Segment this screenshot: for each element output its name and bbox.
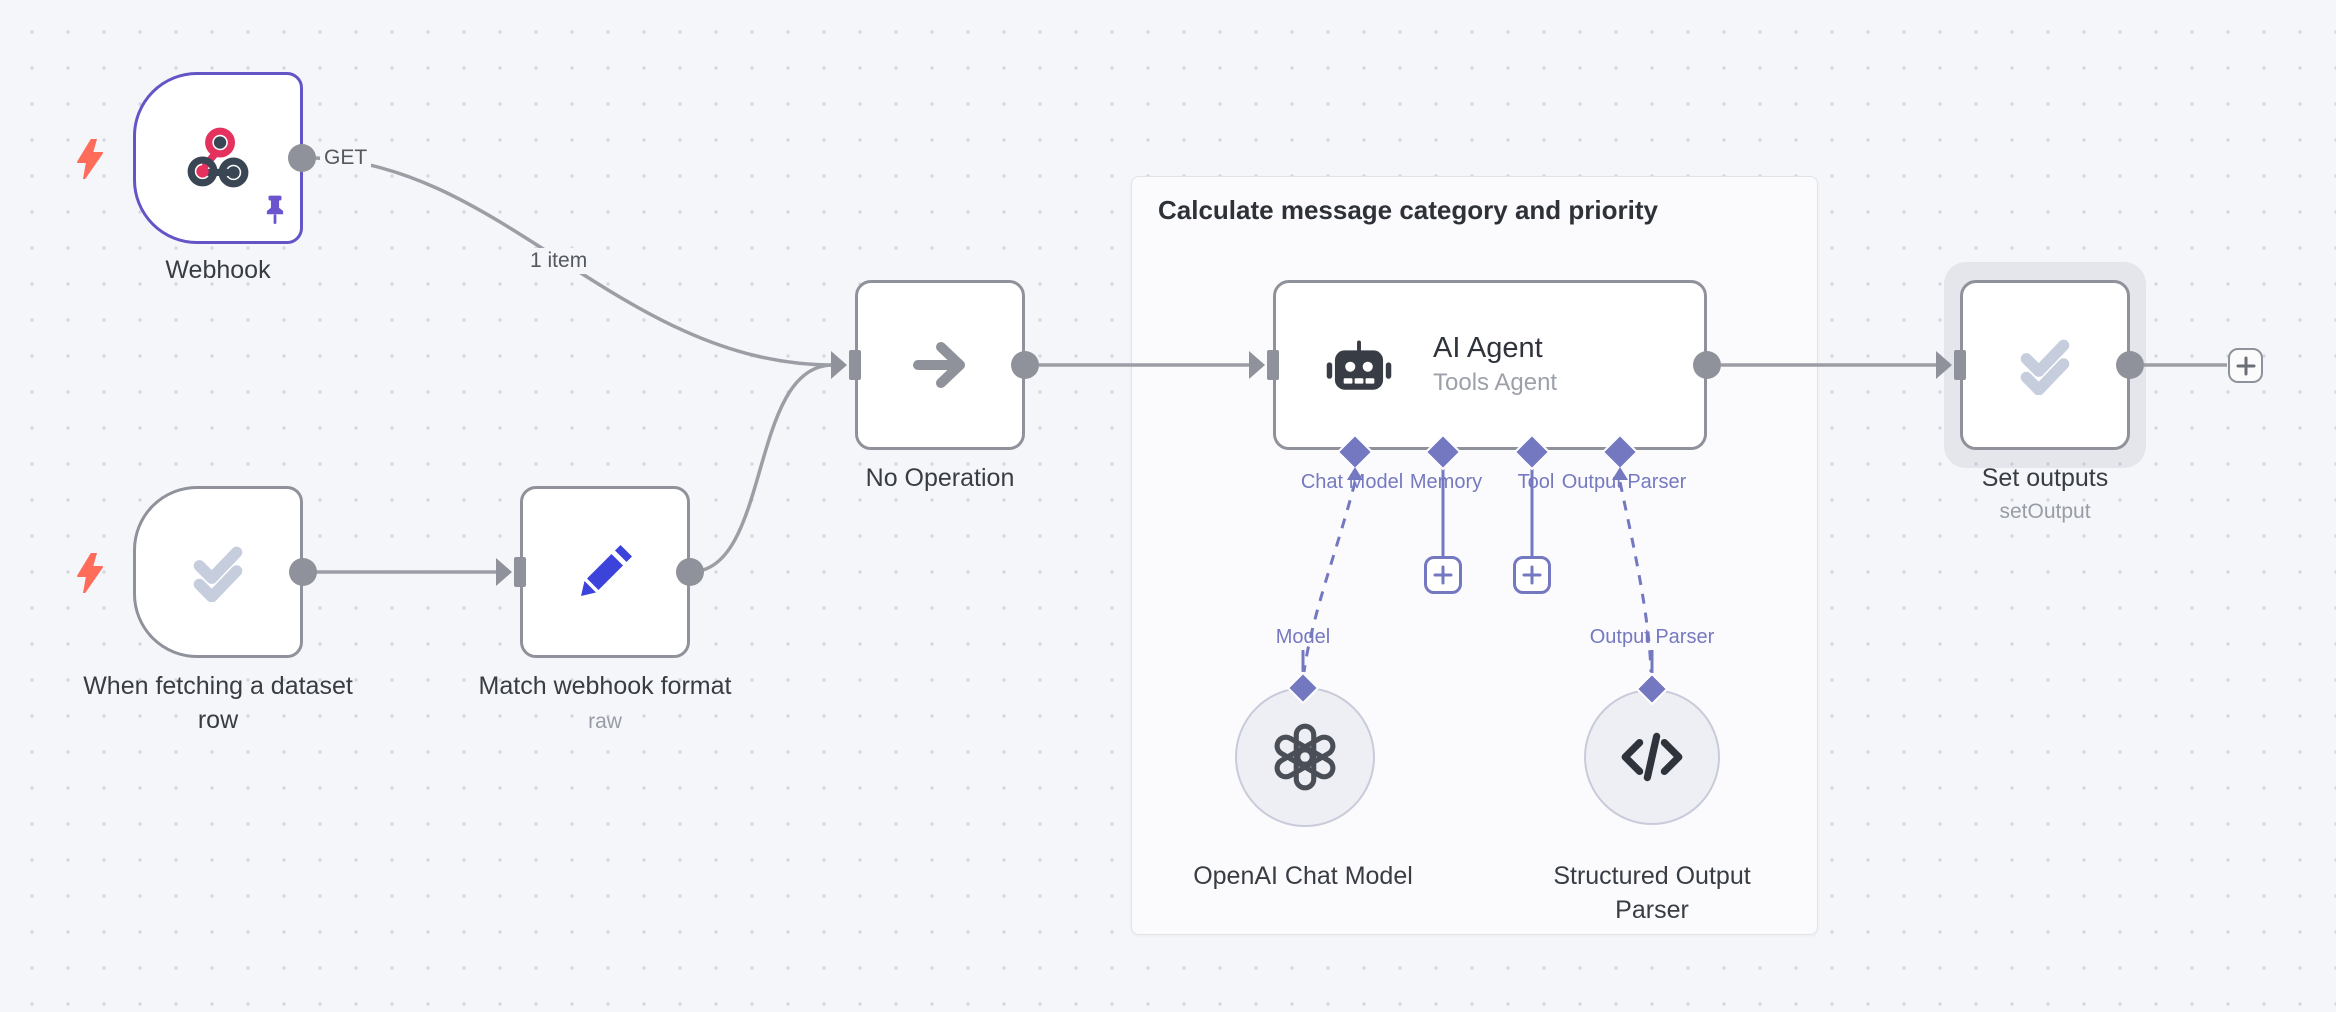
- node-ai-agent[interactable]: AI Agent Tools Agent: [1273, 280, 1707, 450]
- node-no-operation[interactable]: [855, 280, 1025, 450]
- link-agent-to-openai[interactable]: [1302, 481, 1357, 673]
- input-arrow-match: [496, 558, 512, 586]
- edge-items-count-label: 1 item: [526, 248, 592, 274]
- pin-icon: [262, 194, 288, 233]
- node-label-openai: OpenAI Chat Model: [1193, 862, 1413, 890]
- parser-port-label: Output Parser: [1589, 626, 1715, 648]
- node-webhook[interactable]: [133, 72, 303, 244]
- up-arrow-output-parser: [1612, 467, 1628, 480]
- plus-icon: [2236, 356, 2255, 375]
- edge-match-to-noop[interactable]: [689, 363, 834, 574]
- output-port-noop[interactable]: [1011, 351, 1039, 379]
- node-label-parser-line2: Parser: [1615, 896, 1689, 924]
- output-port-dataset[interactable]: [289, 558, 317, 586]
- trigger-bolt-icon-webhook: [76, 138, 104, 184]
- node-label-webhook: Webhook: [165, 256, 271, 284]
- agent-port-chat-model[interactable]: [1336, 433, 1374, 471]
- input-port-match[interactable]: [514, 557, 526, 587]
- double-check-icon: [193, 546, 243, 602]
- agent-port-label-output-parser: Output Parser: [1561, 471, 1687, 493]
- node-openai-chat-model[interactable]: [1235, 687, 1375, 827]
- node-label-noop: No Operation: [865, 464, 1015, 492]
- output-port-webhook[interactable]: [288, 144, 316, 172]
- node-label-match: Match webhook format: [478, 672, 732, 700]
- agent-port-label-chat-model: Chat Model: [1300, 471, 1404, 493]
- node-label-dataset-line2: row: [197, 706, 239, 734]
- agent-port-label-memory: Memory: [1409, 471, 1483, 493]
- node-label-parser-line1: Structured Output: [1553, 862, 1751, 890]
- add-node-button[interactable]: [2228, 348, 2263, 383]
- agent-subtitle: Tools Agent: [1433, 369, 1558, 396]
- code-icon: [1621, 732, 1683, 782]
- input-port-agent[interactable]: [1267, 350, 1279, 380]
- node-label-dataset-line1: When fetching a dataset: [83, 672, 353, 700]
- input-arrow-set: [1936, 351, 1952, 379]
- openai-top-port[interactable]: [1286, 671, 1320, 705]
- input-arrow-noop: [831, 351, 847, 379]
- node-structured-output-parser[interactable]: [1584, 689, 1720, 825]
- output-port-set[interactable]: [2116, 351, 2144, 379]
- input-port-noop[interactable]: [849, 350, 861, 380]
- agent-port-label-tool: Tool: [1517, 471, 1555, 493]
- input-arrow-agent: [1249, 351, 1265, 379]
- parser-top-port[interactable]: [1635, 672, 1669, 706]
- agent-title: AI Agent: [1433, 332, 1543, 364]
- webhook-method-badge: GET: [320, 145, 372, 171]
- arrow-right-icon: [913, 342, 965, 388]
- agent-text-block: AI Agent Tools Agent: [1433, 329, 1557, 399]
- node-sublabel-match: raw: [588, 710, 622, 733]
- plus-icon: [1522, 565, 1542, 585]
- openai-port-label: Model: [1275, 626, 1331, 648]
- plus-icon: [1433, 565, 1453, 585]
- node-label-set-outputs: Set outputs: [1981, 464, 2109, 492]
- group-title: Calculate message category and priority: [1158, 195, 1658, 225]
- agent-port-output-parser[interactable]: [1601, 433, 1639, 471]
- link-agent-to-parser[interactable]: [1618, 481, 1653, 673]
- input-port-set[interactable]: [1954, 350, 1966, 380]
- agent-port-tool[interactable]: [1513, 433, 1551, 471]
- webhook-icon: [187, 127, 249, 188]
- openai-icon: [1274, 723, 1336, 791]
- robot-icon: [1326, 340, 1392, 390]
- node-sublabel-set-outputs: setOutput: [1999, 500, 2091, 523]
- output-port-match[interactable]: [676, 558, 704, 586]
- add-memory-button[interactable]: [1424, 556, 1462, 594]
- up-arrow-chat-model: [1347, 467, 1363, 480]
- output-port-agent[interactable]: [1693, 351, 1721, 379]
- pencil-icon: [581, 545, 632, 596]
- node-dataset-trigger[interactable]: [133, 486, 303, 658]
- trigger-bolt-icon-dataset: [76, 552, 104, 598]
- double-check-icon: [2020, 339, 2070, 395]
- add-tool-button[interactable]: [1513, 556, 1551, 594]
- agent-port-memory[interactable]: [1424, 433, 1462, 471]
